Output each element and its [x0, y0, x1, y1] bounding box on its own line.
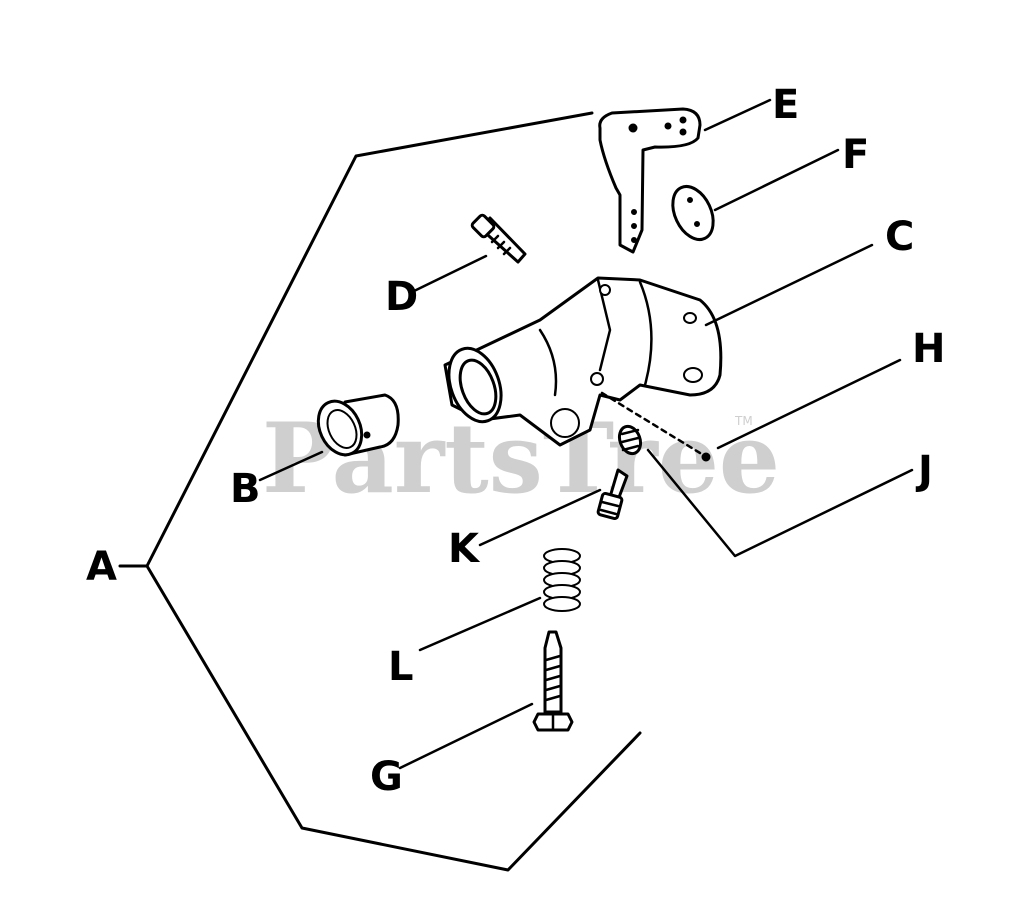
body-flange-hole [683, 367, 703, 383]
lever-hole-5 [631, 209, 637, 215]
disc-hole-2 [694, 221, 700, 227]
lever-plate [598, 107, 702, 254]
callout-c: C [885, 214, 914, 260]
ball-body [701, 452, 711, 462]
leader-e [703, 98, 772, 132]
callout-labels: A B C D E F G H J K L [86, 82, 945, 800]
part-b-sleeve[interactable] [310, 393, 400, 462]
leader-l [418, 596, 542, 652]
screw-head [470, 213, 496, 239]
callout-k: K [448, 526, 481, 572]
body-boss-top [599, 284, 611, 296]
callout-e: E [772, 82, 799, 128]
part-l-spring[interactable] [543, 548, 581, 612]
leader-c [704, 243, 874, 327]
sleeve-rim-inner [326, 409, 358, 449]
leader-b [258, 450, 324, 482]
callout-d: D [385, 274, 418, 320]
part-g-screw[interactable] [532, 630, 574, 732]
sleeve-hole [363, 431, 371, 439]
leader-f [713, 148, 840, 212]
lever-hole-2 [664, 122, 672, 130]
watermark-tm: TM [734, 414, 753, 428]
part-j-insert[interactable] [616, 423, 644, 456]
needle-head [596, 491, 624, 521]
disc-body [671, 185, 715, 241]
leader-h [716, 358, 902, 450]
lever-hole-1 [628, 123, 638, 133]
body-flange-hole-2 [683, 312, 697, 324]
assembly-bracket-line [145, 111, 642, 872]
part-k-needle[interactable] [596, 468, 629, 521]
callout-h: H [912, 326, 945, 372]
callout-g: G [370, 754, 403, 800]
leader-j [646, 448, 914, 558]
part-e-lever[interactable] [598, 107, 702, 254]
lever-hole-7 [631, 237, 637, 243]
body-boss [590, 372, 604, 386]
lever-hole-4 [679, 128, 687, 136]
leader-g [398, 702, 534, 770]
body-port [550, 408, 580, 438]
callout-j: J [915, 448, 933, 494]
callout-f: F [842, 132, 869, 178]
part-h-ball[interactable] [701, 452, 711, 462]
dashed-assembly-line [600, 391, 702, 455]
body-bore-inner [458, 358, 498, 416]
lever-hole-3 [679, 116, 687, 124]
leader-d [410, 254, 488, 294]
screw-shank [543, 630, 563, 714]
lever-hole-6 [631, 223, 637, 229]
callout-a: A [86, 544, 117, 590]
part-c-carburetor-body[interactable] [439, 276, 723, 447]
part-f-disc[interactable] [665, 180, 721, 246]
body-outline [443, 276, 723, 447]
callout-l: L [388, 644, 414, 690]
callout-b: B [230, 466, 261, 512]
part-d-screw[interactable] [470, 213, 527, 264]
leader-k [478, 488, 602, 547]
disc-hole-1 [687, 197, 693, 203]
assembly-bracket [118, 111, 642, 872]
